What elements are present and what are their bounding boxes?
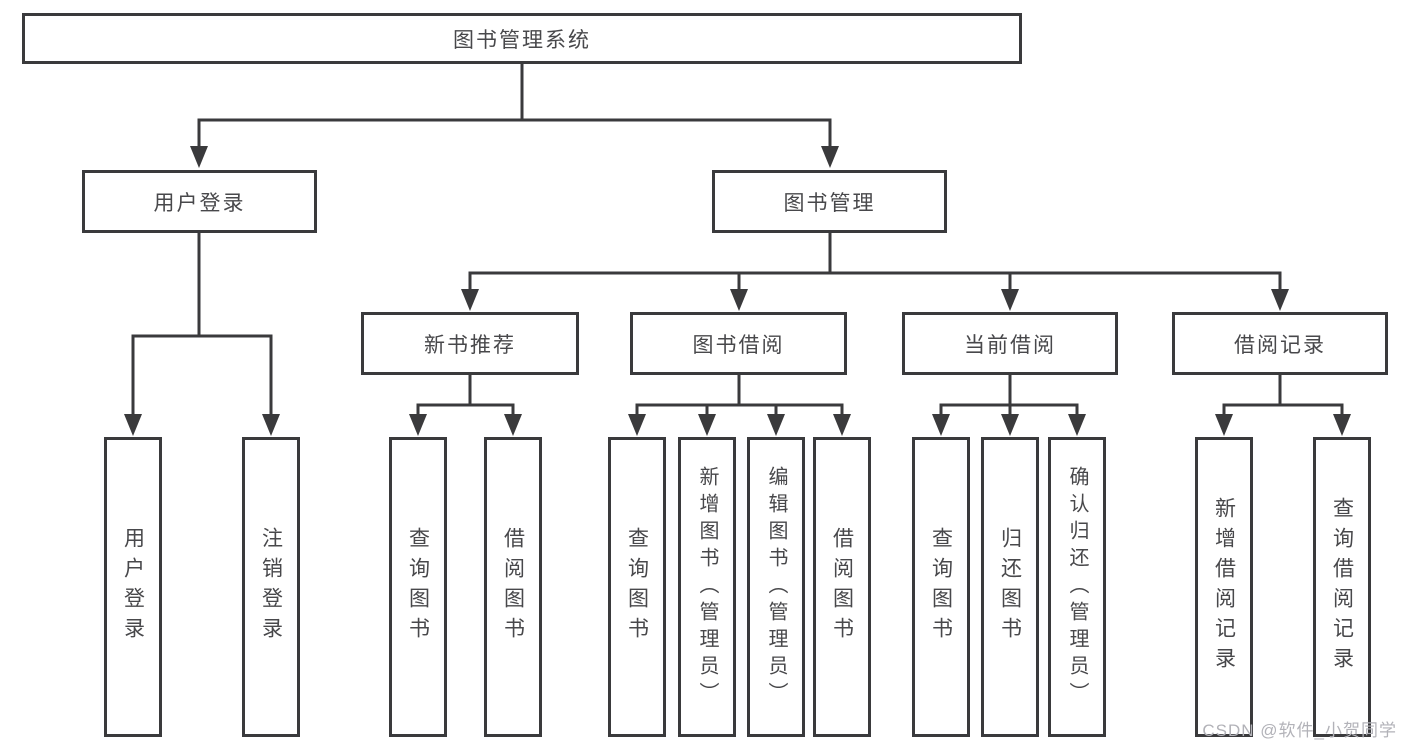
- leaf-label: 借阅图书: [501, 527, 525, 647]
- leaf-label: 编辑图书（管理员）: [765, 465, 787, 709]
- node-label: 图书管理: [783, 191, 876, 215]
- leaf-borrowing-add-books-admin: 新增图书（管理员）: [678, 437, 736, 737]
- node-label: 当前借阅: [964, 333, 1056, 357]
- leaf-logout-login: 注销登录: [242, 437, 300, 737]
- leaf-current-return-books: 归还图书: [981, 437, 1039, 737]
- leaf-label: 注销登录: [259, 527, 283, 647]
- leaf-label: 查询借阅记录: [1330, 497, 1354, 677]
- leaf-newbooks-borrow-books: 借阅图书: [484, 437, 542, 737]
- node-label: 图书管理系统: [453, 28, 591, 52]
- node-new-book-recommendation: 新书推荐: [361, 312, 579, 375]
- leaf-newbooks-query-books: 查询图书: [389, 437, 447, 737]
- leaf-label: 查询图书: [406, 527, 430, 647]
- node-current-borrowing: 当前借阅: [902, 312, 1118, 375]
- node-user-login: 用户登录: [82, 170, 317, 233]
- node-book-management: 图书管理: [712, 170, 947, 233]
- leaf-records-query-record: 查询借阅记录: [1313, 437, 1371, 737]
- watermark: CSDN @软件_小贺同学: [1202, 721, 1397, 740]
- node-label: 新书推荐: [424, 333, 516, 357]
- node-label: 用户登录: [153, 191, 246, 215]
- node-label: 图书借阅: [692, 333, 785, 357]
- leaf-label: 查询图书: [625, 527, 649, 647]
- leaf-label: 用户登录: [121, 527, 145, 647]
- leaf-label: 查询图书: [929, 527, 953, 647]
- leaf-current-query-books: 查询图书: [912, 437, 970, 737]
- node-label: 借阅记录: [1234, 333, 1326, 357]
- leaf-borrowing-query-books: 查询图书: [608, 437, 666, 737]
- node-borrowing-records: 借阅记录: [1172, 312, 1388, 375]
- leaf-label: 借阅图书: [830, 527, 854, 647]
- leaf-label: 新增图书（管理员）: [696, 465, 718, 709]
- leaf-label: 新增借阅记录: [1212, 497, 1236, 677]
- leaf-borrowing-borrow-books: 借阅图书: [813, 437, 871, 737]
- node-book-borrowing: 图书借阅: [630, 312, 847, 375]
- node-library-management-system: 图书管理系统: [22, 13, 1022, 64]
- leaf-user-login: 用户登录: [104, 437, 162, 737]
- leaf-label: 归还图书: [998, 527, 1022, 647]
- leaf-label: 确认归还（管理员）: [1066, 465, 1088, 709]
- leaf-borrowing-edit-books-admin: 编辑图书（管理员）: [747, 437, 805, 737]
- leaf-current-confirm-return-admin: 确认归还（管理员）: [1048, 437, 1106, 737]
- leaf-records-add-record: 新增借阅记录: [1195, 437, 1253, 737]
